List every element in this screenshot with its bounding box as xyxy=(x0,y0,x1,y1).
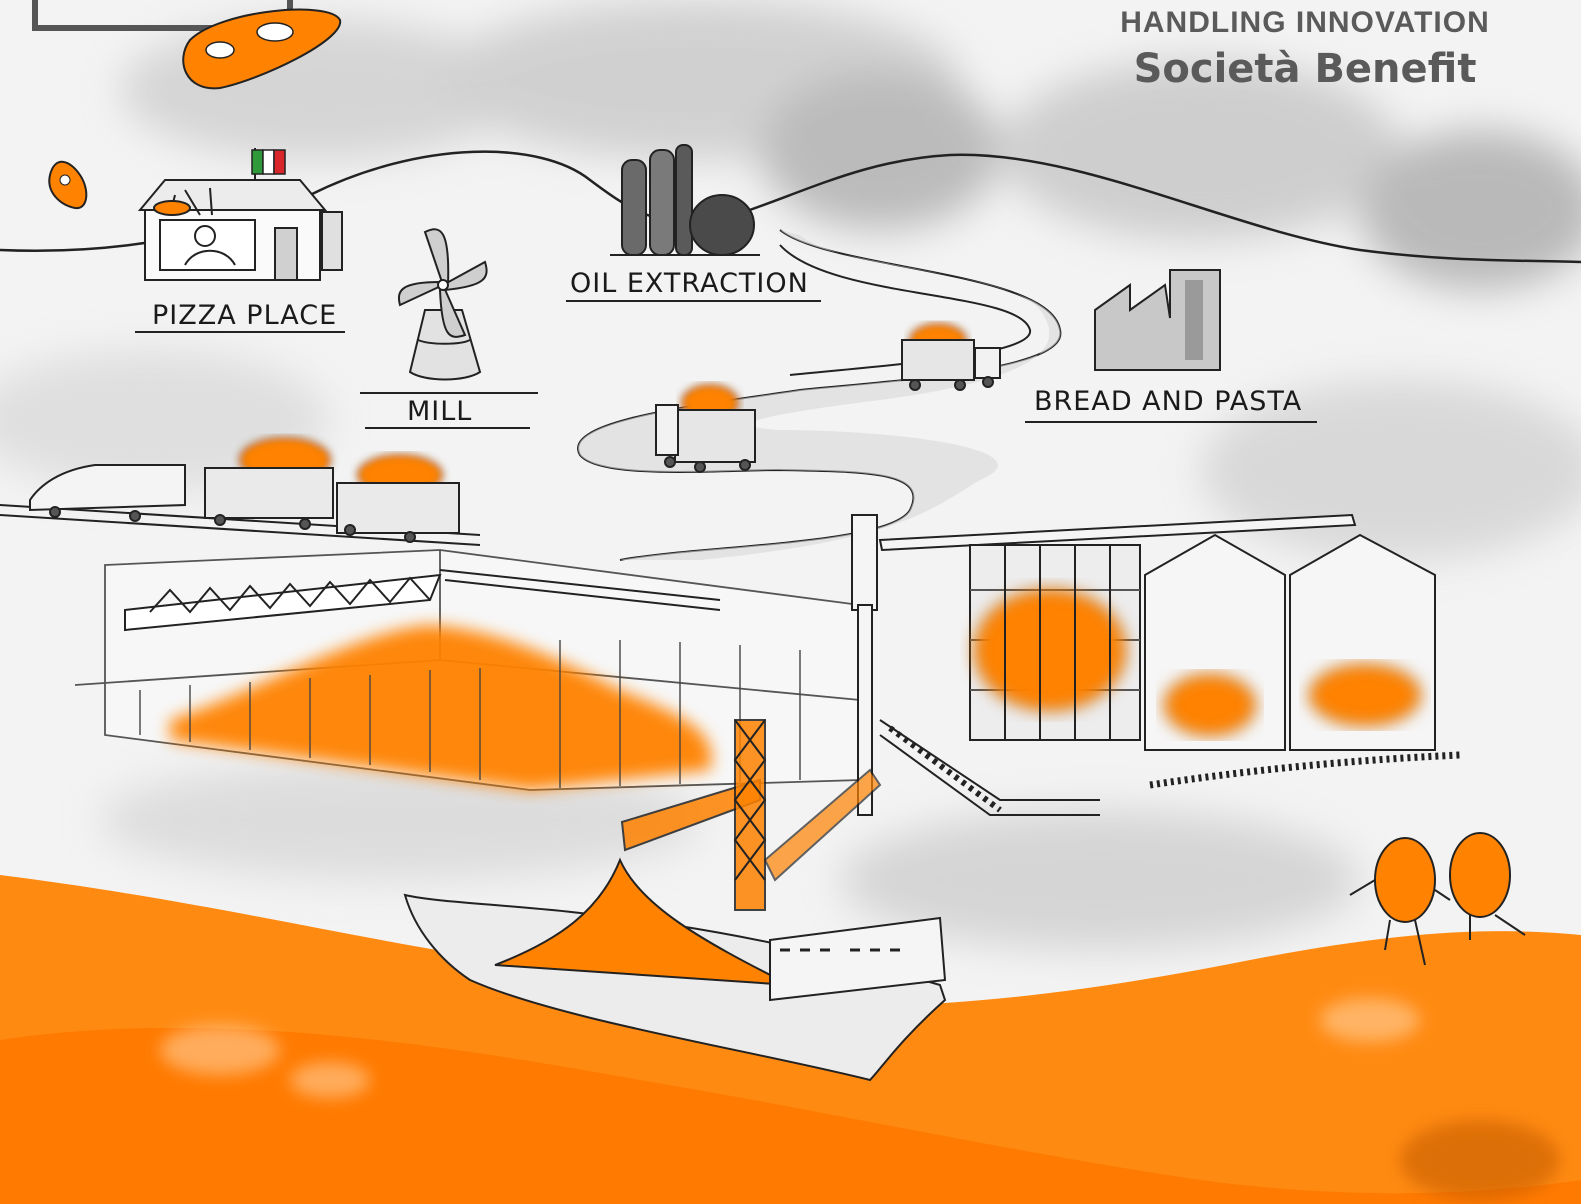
sky-clouds xyxy=(0,0,1581,950)
truck-icon xyxy=(901,323,1001,391)
label-underline xyxy=(1025,421,1317,423)
label-bread-and-pasta: BREAD AND PASTA xyxy=(1034,386,1303,417)
label-pizza-place: PIZZA PLACE xyxy=(152,300,338,331)
brand-block: HANDLING INNOVATION Società Benefit xyxy=(1085,4,1525,96)
train-icon xyxy=(0,437,481,546)
foreground-hill-front xyxy=(0,1027,1581,1204)
label-mill: MILL xyxy=(407,396,473,427)
oil-refinery-icon xyxy=(610,144,760,256)
factory-icon xyxy=(1094,269,1221,371)
label-underline xyxy=(365,427,530,429)
conveyor xyxy=(879,719,1100,816)
crane-icon xyxy=(620,719,882,911)
label-underline xyxy=(135,331,345,333)
warehouse-columns xyxy=(139,640,801,788)
ship-icon xyxy=(403,857,947,1082)
road-fill xyxy=(578,230,1061,560)
label-underline xyxy=(566,300,821,302)
truck-icon-2 xyxy=(655,384,756,473)
brand-line-1: HANDLING INNOVATION xyxy=(1120,6,1490,39)
windmill-icon xyxy=(398,228,488,381)
truss-bridge xyxy=(149,576,431,614)
brand-line-2: Società Benefit xyxy=(1133,46,1477,92)
grain-pile xyxy=(170,625,712,790)
pizza-shop-icon xyxy=(137,148,343,281)
italian-flag-icon xyxy=(251,149,286,175)
silo-icon xyxy=(969,533,1461,789)
label-oil-extraction: OIL EXTRACTION xyxy=(570,268,809,299)
label-overline xyxy=(360,392,538,394)
pizza-icon xyxy=(182,8,342,90)
elevator-tower xyxy=(851,513,1357,816)
small-pizza-icon xyxy=(48,160,88,210)
hill-highlights xyxy=(160,998,1560,1200)
character-icon xyxy=(1349,832,1526,966)
